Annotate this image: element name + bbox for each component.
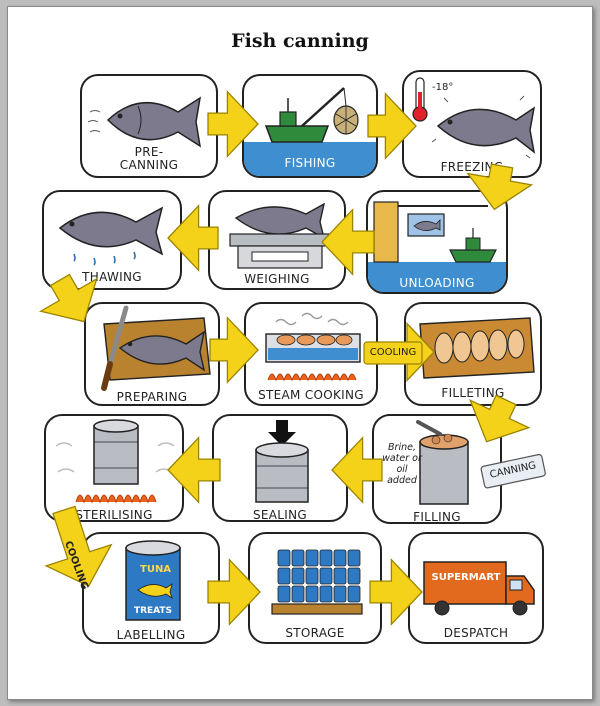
cooling-label-1: COOLING: [369, 347, 417, 358]
stored-can: [277, 549, 291, 567]
label-fishing: FISHING: [284, 156, 336, 170]
label-labelling: LABELLING: [116, 628, 186, 642]
cooling-tag-1: [363, 341, 423, 365]
stored-can: [291, 549, 305, 567]
stored-can: [333, 567, 347, 585]
frozen-fish-icon: [412, 77, 536, 159]
stored-can: [277, 567, 291, 585]
stored-can: [319, 585, 333, 603]
steam-cooker-icon: [265, 312, 361, 382]
truck-icon: [423, 561, 535, 616]
arrow-unloading-to-weighing: [321, 208, 375, 276]
arrow-filling-to-sealing: [331, 436, 383, 504]
fish-icon: [87, 96, 202, 148]
canning-tag: [480, 453, 546, 489]
stored-can: [333, 585, 347, 603]
step-unloading: UNLOADING: [366, 190, 508, 294]
flame-icon: [75, 494, 157, 504]
labelled-can-icon: [125, 540, 181, 621]
stored-can: [319, 567, 333, 585]
step-sterilising: STERILISING: [44, 414, 184, 522]
label-preparing: PREPARING: [116, 390, 188, 404]
stored-can: [319, 549, 333, 567]
stacked-cans-icon: [271, 549, 363, 615]
sterilising-can-icon: [55, 419, 175, 504]
freezer-temperature: -18°: [432, 82, 454, 93]
arrow-freezing-to-unloading: [466, 163, 534, 211]
arrow-fishing-to-freezing: [367, 92, 417, 160]
stored-can: [347, 567, 361, 585]
label-filleting: FILLETING: [441, 386, 505, 400]
label-pre-canning: PRE- CANNING: [119, 145, 179, 172]
arrow-preparing-to-steam: [209, 316, 259, 384]
weighing-scale-icon: [229, 202, 331, 269]
label-sealing: SEALING: [252, 508, 307, 522]
diagram-title: Fish canning: [231, 30, 369, 52]
cutting-board-icon: [101, 305, 211, 391]
step-despatch: SUPERMART DESPATCH: [408, 532, 544, 644]
fillets-board-icon: [419, 317, 535, 379]
step-pre-canning: PRE- CANNING: [80, 74, 218, 178]
step-sealing: SEALING: [212, 414, 348, 522]
label-steam-cooking: STEAM COOKING: [258, 388, 364, 402]
dock-crane-icon: [368, 201, 506, 292]
stored-can: [305, 567, 319, 585]
truck-sign: SUPERMART: [431, 572, 501, 583]
label-despatch: DESPATCH: [443, 626, 509, 640]
fishing-boat-icon: [244, 87, 376, 176]
label-unloading: UNLOADING: [399, 276, 475, 290]
stored-can: [347, 549, 361, 567]
label-storage: STORAGE: [285, 626, 345, 640]
arrow-filleting-to-filling: [469, 394, 531, 443]
can-label-treats: TREATS: [133, 606, 173, 616]
stored-can: [291, 585, 305, 603]
step-preparing: PREPARING: [84, 302, 220, 406]
flame-icon: [267, 373, 357, 382]
stored-can: [277, 585, 291, 603]
pallet: [271, 603, 363, 615]
step-fishing: FISHING: [242, 74, 378, 178]
can-label-tuna: TUNA: [140, 564, 172, 575]
filling-can-icon: [416, 420, 469, 505]
step-storage: STORAGE: [248, 532, 382, 644]
thawing-fish-icon: [58, 206, 164, 266]
step-steam-cooking: STEAM COOKING: [244, 302, 378, 406]
knife-icon: [107, 305, 129, 367]
label-sterilising: STERILISING: [75, 508, 153, 522]
stored-can: [305, 585, 319, 603]
filling-liquids-note: Brine, water or oil added: [382, 442, 422, 486]
arrow-sterilising-to-labelling: [44, 505, 113, 587]
arrow-weighing-to-thawing: [167, 204, 219, 272]
arrow-labelling-to-storage: [207, 558, 261, 626]
arrow-sealing-to-sterilising: [167, 436, 221, 504]
label-freezing: FREEZING: [440, 160, 504, 174]
step-freezing: -18° FREEZING: [402, 70, 542, 178]
label-weighing: WEIGHING: [244, 272, 310, 286]
arrow-precanning-to-fishing: [207, 90, 259, 158]
sealing-can-icon: [255, 420, 309, 503]
stored-can: [291, 567, 305, 585]
stored-can: [333, 549, 347, 567]
label-thawing: THAWING: [82, 270, 142, 284]
stored-can: [305, 549, 319, 567]
arrow-thawing-to-preparing: [38, 273, 98, 323]
arrow-storage-to-despatch: [369, 558, 423, 626]
label-filling: FILLING: [413, 510, 461, 524]
step-thawing: THAWING: [42, 190, 182, 290]
stored-can: [347, 585, 361, 603]
down-arrow-icon: [268, 420, 296, 446]
